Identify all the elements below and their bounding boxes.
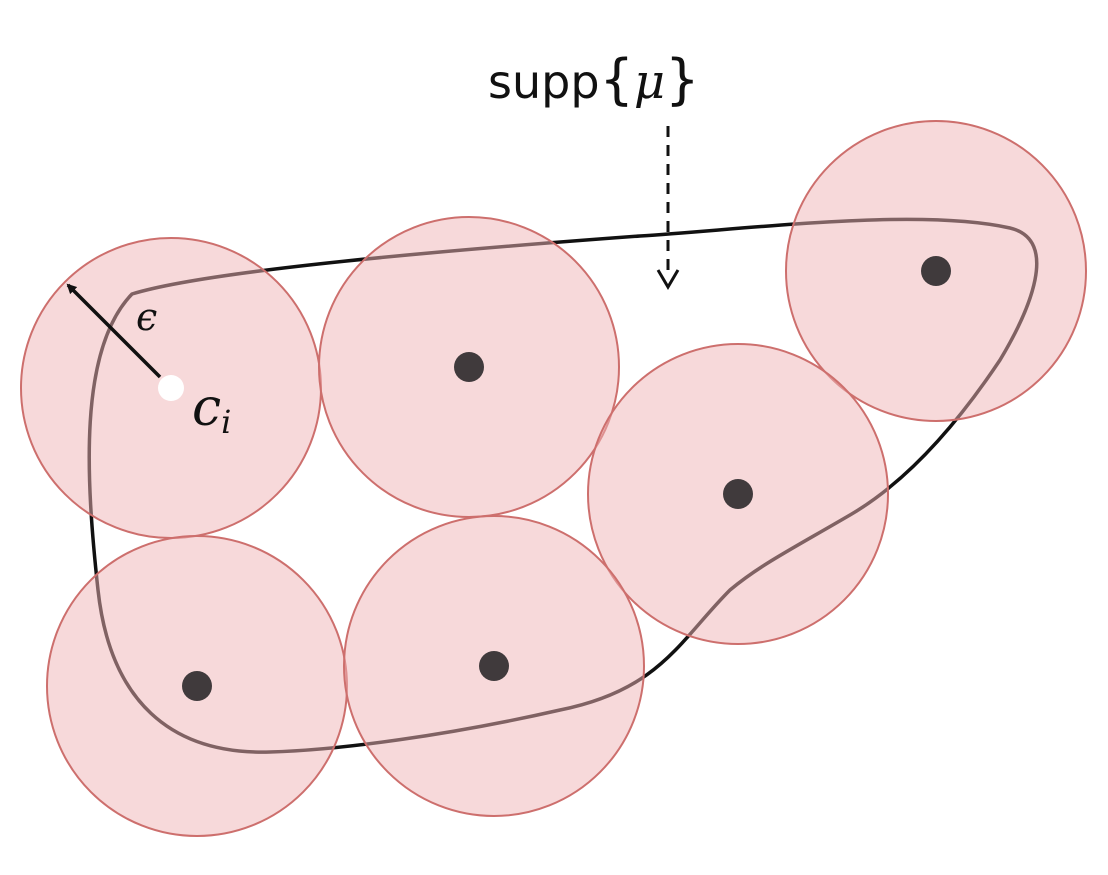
support-label-prefix: supp [488,55,600,109]
highlighted-center-dot [158,375,184,401]
support-label-open-brace: { [600,48,634,111]
support-pointer-arrowhead [656,269,680,290]
support-label: supp{μ} [488,48,699,111]
center-dot [723,479,753,509]
epsilon-balls [20,120,1087,837]
support-label-close-brace: } [665,48,699,111]
center-dot [182,671,212,701]
epsilon-label: ϵ [136,295,157,339]
center-dot [921,256,951,286]
center-dot [479,651,509,681]
center-dot [454,352,484,382]
ball-centers [158,256,951,701]
support-label-symbol: μ [634,54,665,110]
radius-arrow [66,283,162,379]
center-label-subscript: i [221,403,231,441]
center-label-base: c [192,378,221,438]
center-label: ci [192,378,231,441]
